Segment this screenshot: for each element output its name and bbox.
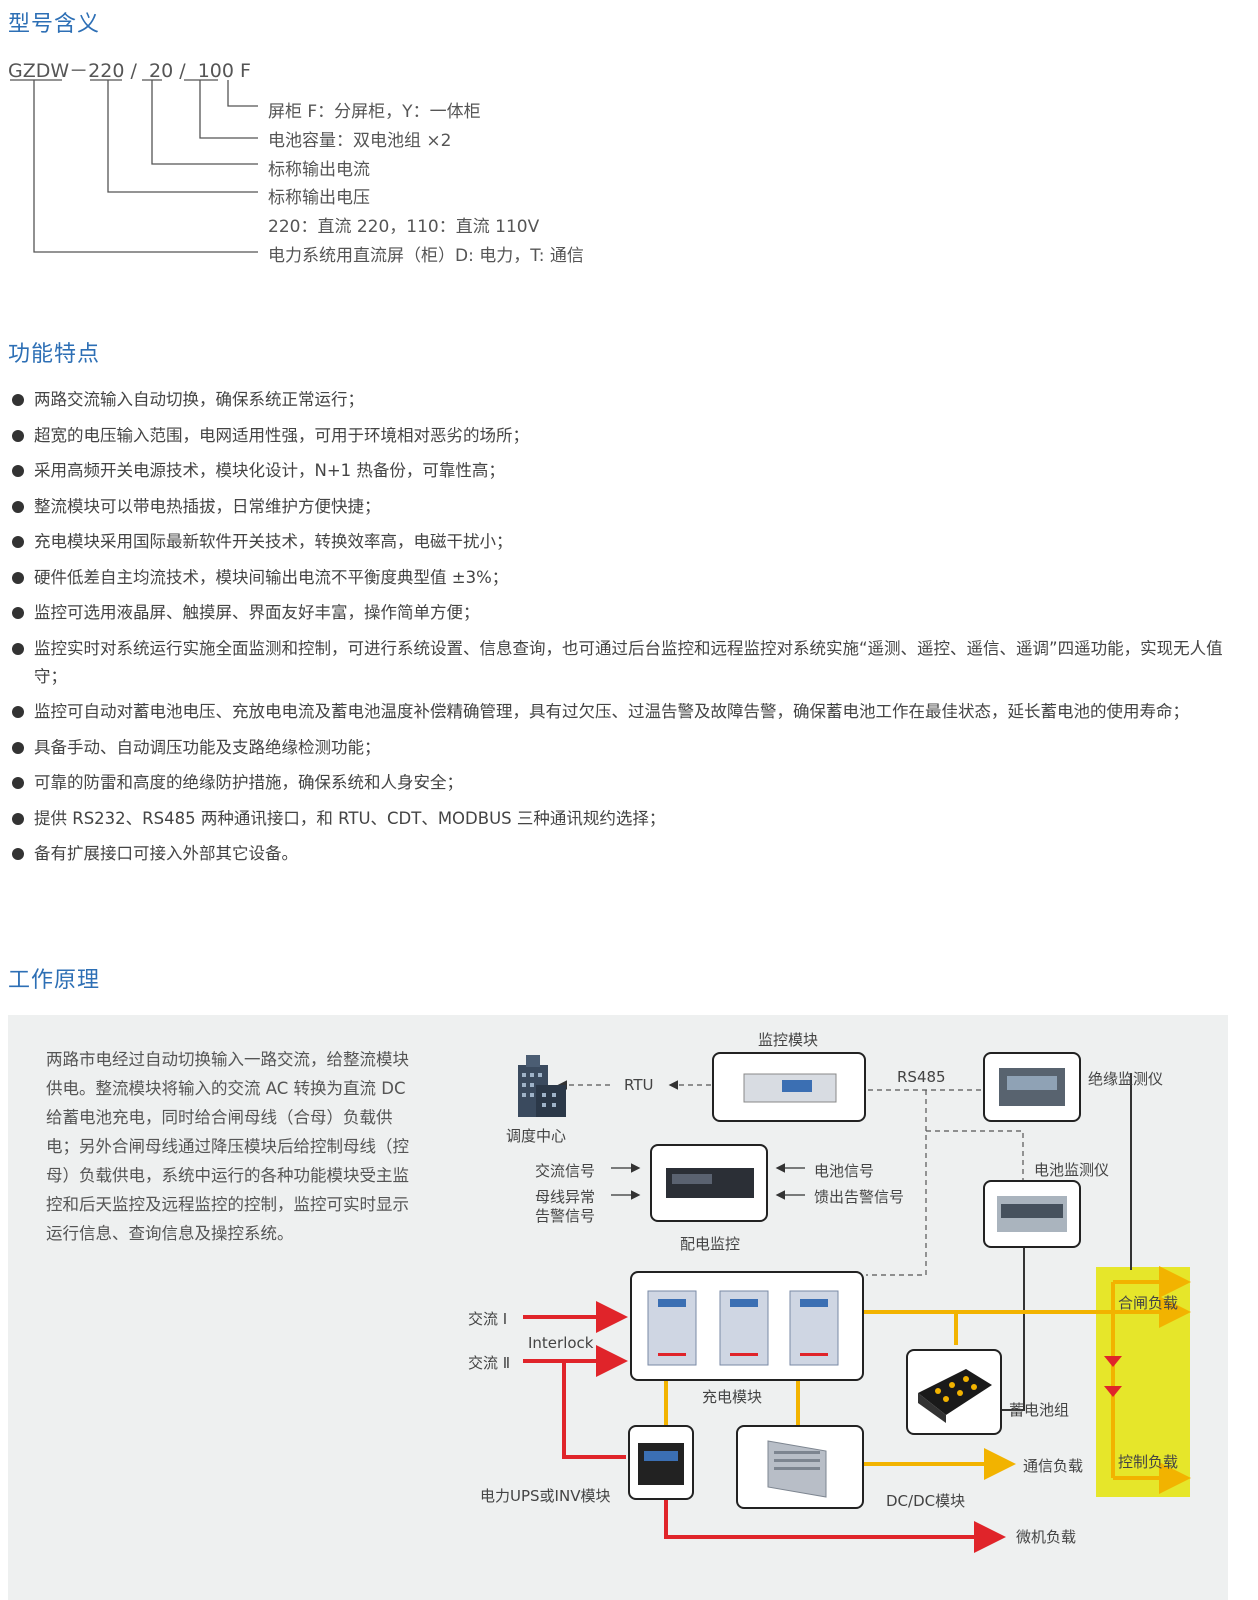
monitor-module-box	[712, 1052, 866, 1122]
feature-item: 采用高频开关电源技术，模块化设计，N+1 热备份，可靠性高；	[12, 457, 1248, 485]
label-rs485: RS485	[897, 1068, 946, 1086]
code-part-capacity: 100	[197, 60, 234, 82]
code-part-cabinet: F	[240, 60, 251, 82]
charging-rectifiers-icon	[647, 1290, 839, 1366]
charging-module-box	[630, 1271, 864, 1381]
code-slash: /	[179, 60, 186, 82]
label-feeder-alarm: 馈出告警信号	[814, 1188, 905, 1206]
feature-list: 两路交流输入自动切换，确保系统正常运行； 超宽的电压输入范围，电网适用性强，可用…	[12, 386, 1248, 876]
label-bus-alarm-signal: 告警信号	[535, 1207, 596, 1225]
feature-item: 可靠的防雷和高度的绝缘防护措施，确保系统和人身安全；	[12, 769, 1248, 797]
section-title-model: 型号含义	[8, 12, 101, 37]
bullet-icon	[12, 777, 24, 789]
bullet-icon	[12, 607, 24, 619]
feature-item: 提供 RS232、RS485 两种通讯接口，和 RTU、CDT、MODBUS 三…	[12, 805, 1248, 833]
code-part-voltage: 220	[88, 60, 125, 82]
label-control-load: 控制负载	[1118, 1453, 1179, 1471]
model-desc-series: 电力系统用直流屏（柜）D: 电力，T: 通信	[268, 246, 584, 266]
code-part-series: GZDW	[8, 60, 70, 82]
label-rtu: RTU	[624, 1076, 654, 1094]
label-bus-abnormal: 母线异常	[535, 1188, 596, 1206]
battery-pack-icon	[918, 1369, 992, 1423]
model-desc-cabinet: 屏柜 F：分屏柜，Y：一体柜	[268, 102, 481, 122]
label-dcdc-module: DC/DC模块	[886, 1492, 966, 1510]
model-desc-voltage-values: 220：直流 220，110：直流 110V	[268, 217, 540, 237]
label-charging-module: 充电模块	[702, 1388, 763, 1406]
section-title-features: 功能特点	[8, 342, 101, 367]
label-ac1: 交流 Ⅰ	[468, 1310, 508, 1328]
label-comm-load: 通信负载	[1023, 1457, 1084, 1475]
label-ac2: 交流 Ⅱ	[468, 1354, 511, 1372]
label-ac-signal: 交流信号	[535, 1162, 596, 1180]
code-dash: －	[69, 60, 89, 82]
label-distribution-monitor: 配电监控	[680, 1235, 741, 1253]
flow-lines	[518, 1055, 1191, 1553]
code-part-current: 20	[148, 60, 174, 82]
label-interlock: Interlock	[528, 1334, 594, 1352]
label-monitor-module: 监控模块	[758, 1031, 819, 1049]
label-battery-monitor: 电池监测仪	[1034, 1161, 1110, 1179]
working-principle-diagram: 两路市电经过自动切换输入一路交流，给整流模块供电。整流模块将输入的交流 AC 转…	[8, 1015, 1228, 1600]
feature-item: 具备手动、自动调压功能及支路绝缘检测功能；	[12, 734, 1248, 762]
distribution-device-icon	[666, 1168, 754, 1198]
distribution-monitor-box	[650, 1144, 768, 1222]
label-ups-module: 电力UPS或INV模块	[480, 1487, 611, 1505]
model-code-tree-lines	[10, 79, 258, 253]
model-desc-voltage: 标称输出电压	[268, 188, 370, 208]
dispatch-building-icon	[518, 1055, 566, 1117]
label-battery-signal: 电池信号	[814, 1162, 875, 1180]
insulation-device-icon	[999, 1068, 1065, 1106]
monitor-device-icon	[743, 1073, 837, 1103]
label-micro-load: 微机负载	[1016, 1528, 1077, 1546]
battery-monitor-device-icon	[997, 1196, 1067, 1232]
model-desc-current: 标称输出电流	[268, 160, 370, 180]
bullet-icon	[12, 394, 24, 406]
feature-item: 整流模块可以带电热插拔，日常维护方便快捷；	[12, 493, 1248, 521]
bullet-icon	[12, 848, 24, 860]
principle-text: 两路市电经过自动切换输入一路交流，给整流模块供电。整流模块将输入的交流 AC 转…	[46, 1050, 409, 1243]
feature-item: 超宽的电压输入范围，电网适用性强，可用于环境相对恶劣的场所；	[12, 422, 1248, 450]
insulation-monitor-box	[983, 1052, 1081, 1122]
label-battery-pack: 蓄电池组	[1009, 1401, 1070, 1419]
bullet-icon	[12, 706, 24, 718]
feature-item: 监控实时对系统运行实施全面监测和控制，可进行系统设置、信息查询，也可通过后台监控…	[12, 635, 1248, 691]
model-desc-battery: 电池容量：双电池组 ×2	[268, 131, 452, 151]
bullet-icon	[12, 741, 24, 754]
ups-device-icon	[638, 1443, 684, 1485]
model-code: GZDW－220 / 20 / 100 F	[8, 56, 251, 83]
dcdc-module-box	[736, 1425, 864, 1509]
bullet-icon	[12, 536, 24, 548]
bullet-icon	[12, 429, 24, 442]
feature-item: 充电模块采用国际最新软件开关技术，转换效率高，电磁干扰小；	[12, 528, 1248, 556]
feature-item: 监控可自动对蓄电池电压、充放电电流及蓄电池温度补偿精确管理，具有过欠压、过温告警…	[12, 698, 1248, 726]
feature-item: 监控可选用液晶屏、触摸屏、界面友好丰富，操作简单方便；	[12, 599, 1248, 627]
feature-item: 备有扩展接口可接入外部其它设备。	[12, 840, 1248, 868]
bullet-icon	[12, 812, 24, 825]
label-insulation-monitor: 绝缘监测仪	[1088, 1070, 1164, 1088]
bullet-icon	[12, 571, 24, 584]
label-dispatch-center: 调度中心	[506, 1127, 567, 1145]
section-title-principle: 工作原理	[8, 968, 101, 993]
dcdc-device-icon	[767, 1440, 827, 1498]
feature-item: 硬件低差自主均流技术，模块间输出电流不平衡度典型值 ±3%；	[12, 564, 1248, 592]
label-closing-load: 合闸负载	[1118, 1294, 1179, 1312]
bullet-icon	[12, 642, 24, 655]
ups-module-box	[628, 1425, 694, 1500]
code-slash: /	[130, 60, 137, 82]
bullet-icon	[12, 500, 24, 513]
feature-item: 两路交流输入自动切换，确保系统正常运行；	[12, 386, 1248, 414]
battery-pack-box	[906, 1349, 1002, 1435]
bullet-icon	[12, 465, 24, 477]
battery-monitor-box	[983, 1180, 1081, 1248]
